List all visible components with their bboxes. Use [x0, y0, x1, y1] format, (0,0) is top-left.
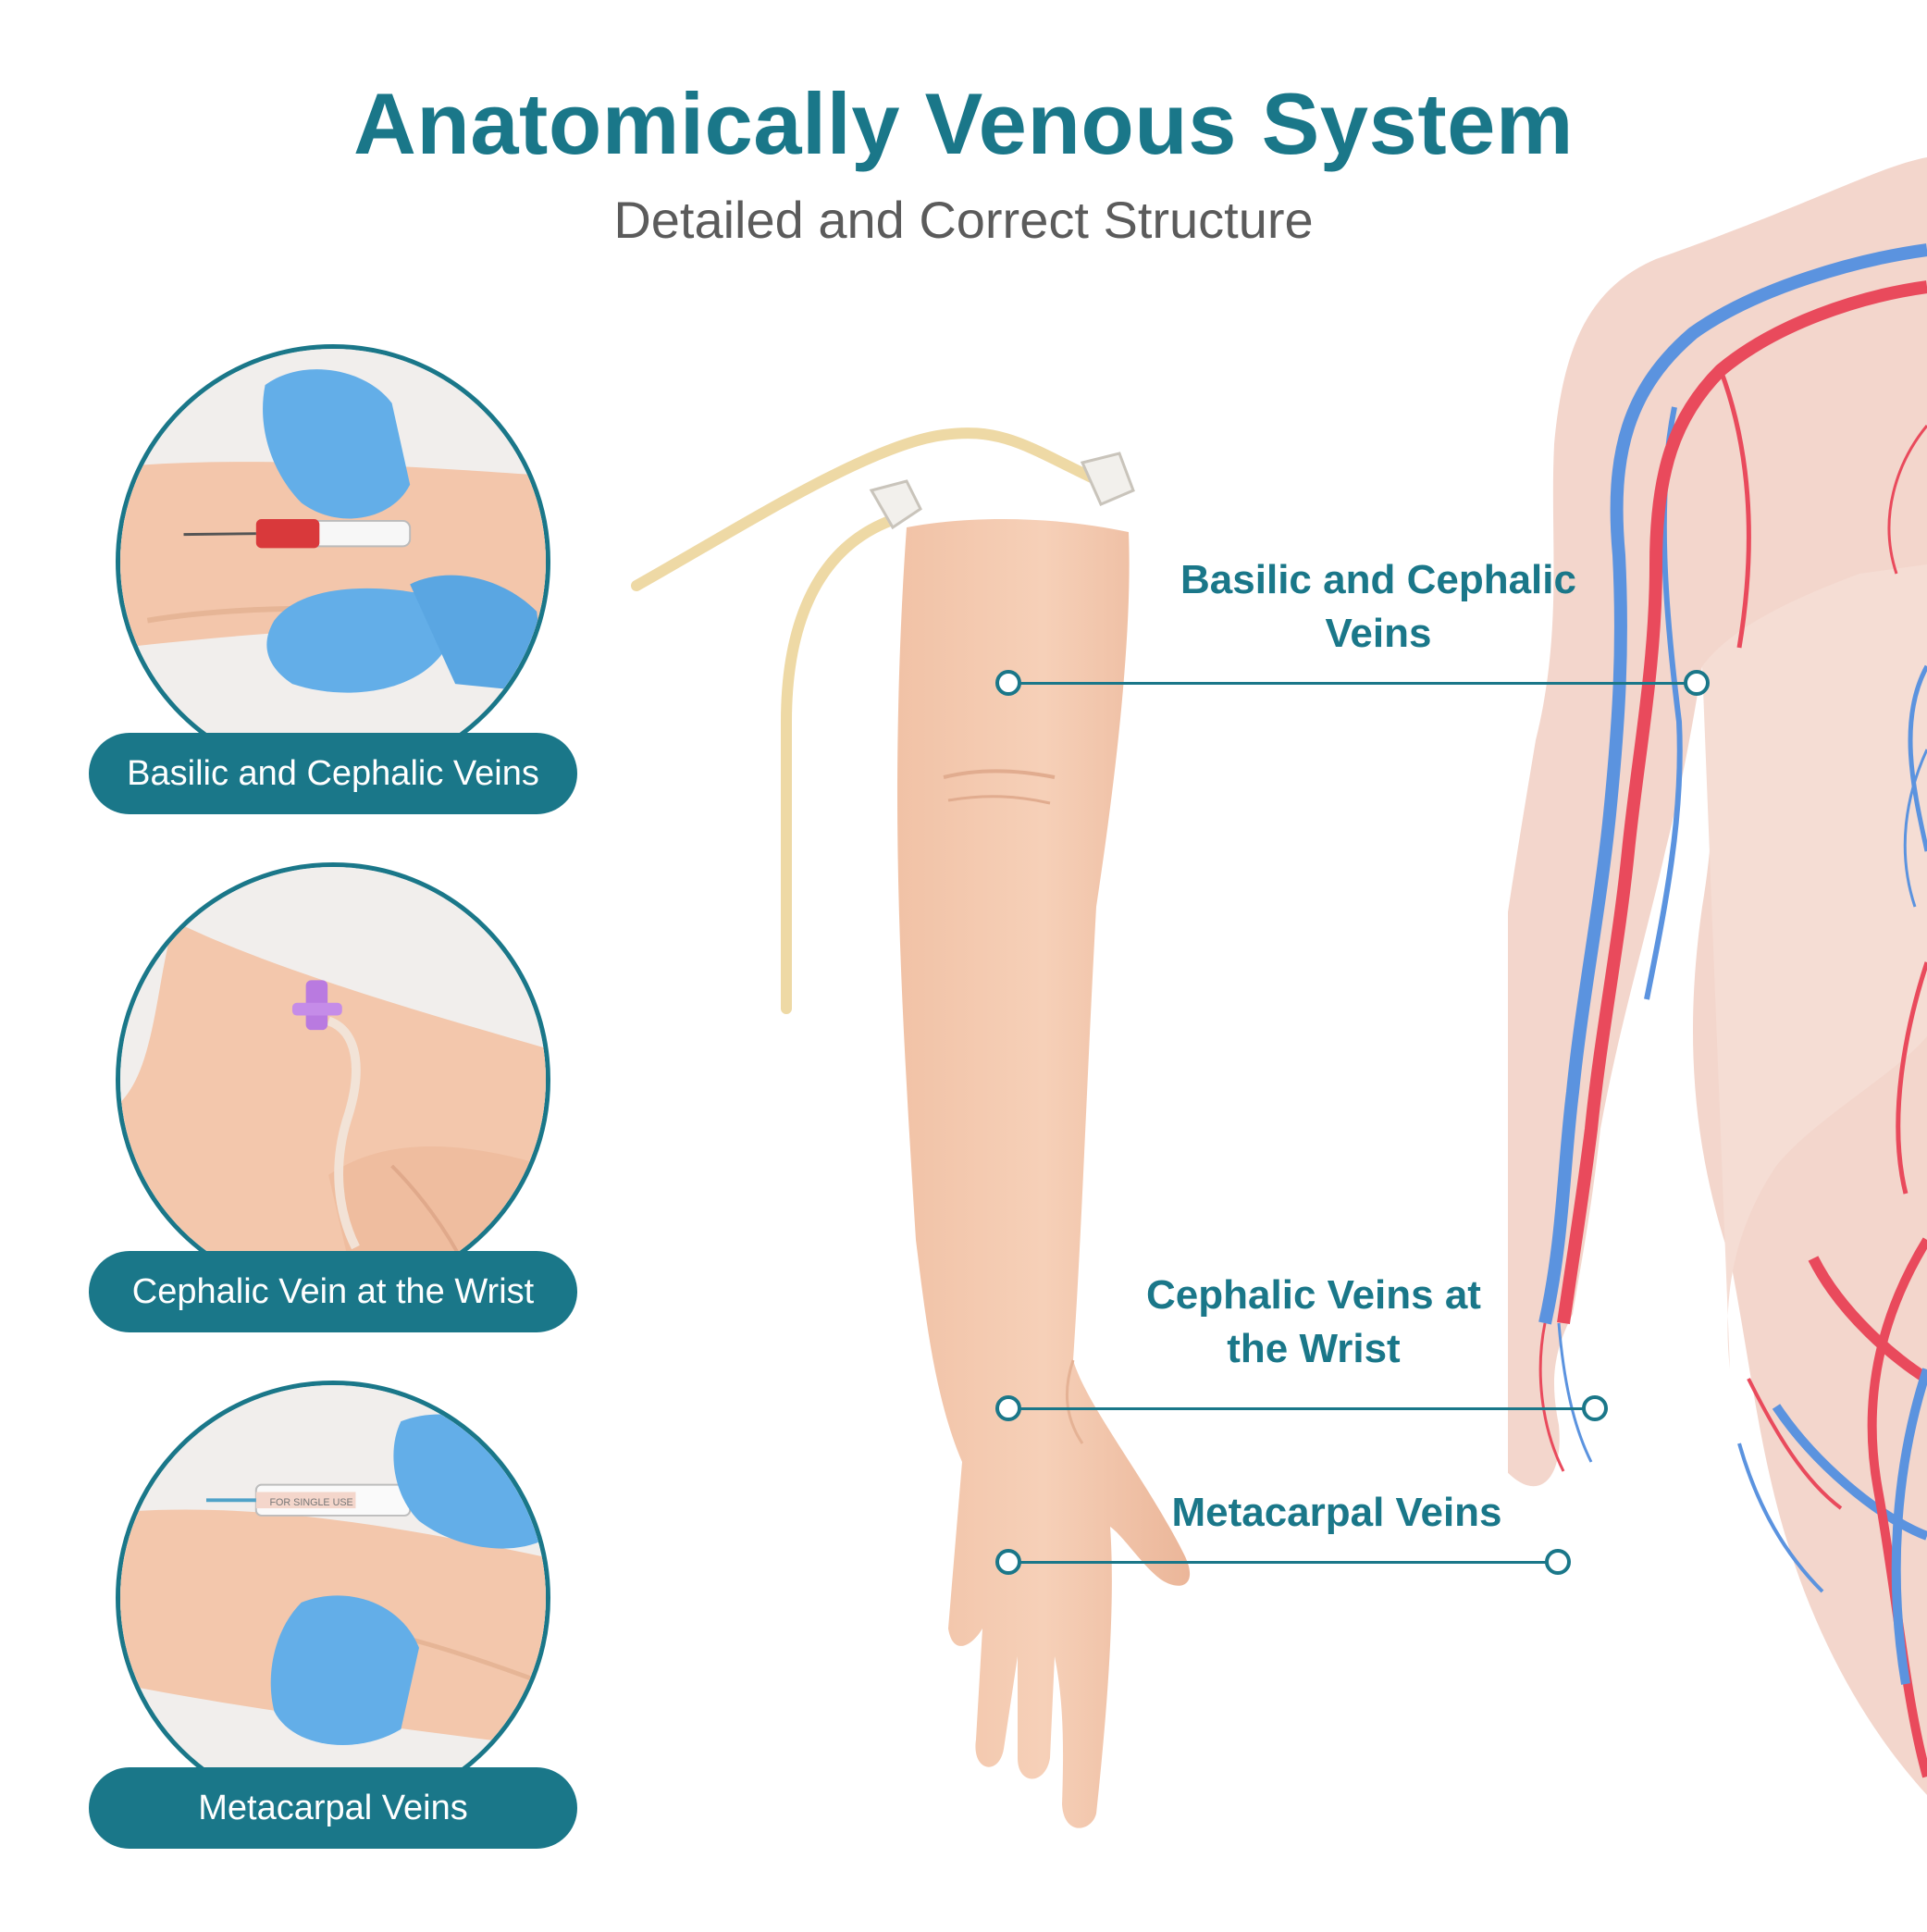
label-pill-metacarpal: Metacarpal Veins — [89, 1767, 577, 1849]
marker-dot-body-wrist — [1582, 1395, 1608, 1421]
syringe-print-text: FOR SINGLE USE — [269, 1497, 352, 1508]
callout-cephalic-wrist: Cephalic Veins at the Wrist — [1146, 1272, 1481, 1371]
connector-line-cephalic-wrist — [1008, 1407, 1595, 1410]
page-title: Anatomically Venous System — [352, 75, 1575, 172]
thumbnail-cephalic-wrist — [116, 862, 550, 1297]
thumbnail-metacarpal: FOR SINGLE USE — [116, 1381, 550, 1815]
callout-metacarpal: Metacarpal Veins — [1171, 1490, 1502, 1535]
page-subtitle: Detailed and Correct Structure — [613, 191, 1314, 249]
marker-dot-body-upper — [1684, 670, 1710, 696]
arm-training-model — [629, 426, 1221, 1851]
marker-dot-arm-upper — [995, 670, 1021, 696]
thumbnail-basilic-cephalic — [116, 344, 550, 779]
hand-injection-image: FOR SINGLE USE — [120, 1385, 546, 1811]
vascular-body-diagram — [1470, 148, 1927, 1927]
connector-line-basilic-cephalic — [1008, 682, 1697, 685]
marker-dot-arm-hand — [995, 1549, 1021, 1575]
arm-model-illustration — [631, 427, 1191, 1828]
marker-dot-body-hand — [1545, 1549, 1571, 1575]
label-pill-cephalic-wrist: Cephalic Vein at the Wrist — [89, 1251, 577, 1332]
callout-basilic-cephalic: Basilic and Cephalic Veins — [1180, 557, 1576, 656]
label-pill-basilic-cephalic: Basilic and Cephalic Veins — [89, 733, 577, 814]
forearm-blood-draw-image — [120, 349, 546, 774]
body-veins-arteries-illustration — [1470, 157, 1927, 1795]
connector-line-metacarpal — [1008, 1561, 1558, 1564]
wrist-iv-image — [120, 867, 546, 1293]
marker-dot-arm-wrist — [995, 1395, 1021, 1421]
